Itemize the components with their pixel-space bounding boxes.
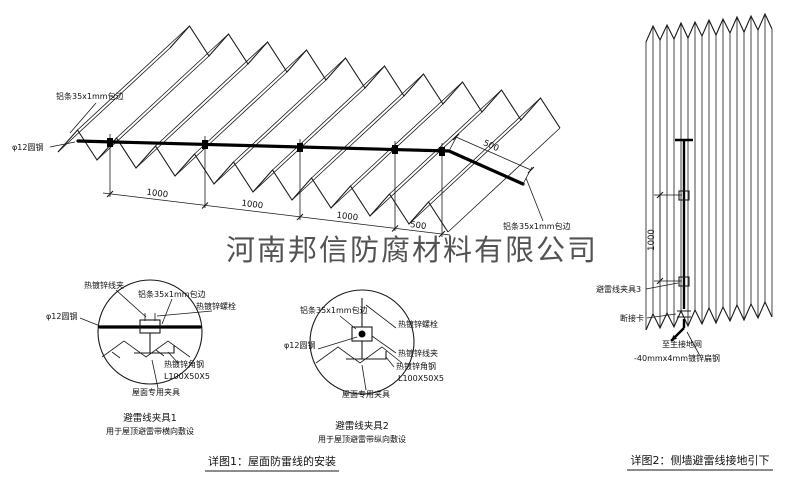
detail-2-subtitle: 用于屋顶避雷带纵向敷设 [318, 434, 406, 444]
detail-2-roof-clamp-label: 屋面专用夹具 [342, 389, 390, 399]
wall-to-ground-label: 至主接地网 [662, 339, 702, 349]
dimension-label: 1000 [336, 211, 359, 224]
detail-1-circle [97, 279, 203, 385]
wall-dimension-label: 1000 [647, 229, 657, 251]
detail-2-angle-spec-label: L100X50X5 [398, 374, 444, 383]
detail-2-caption: 详图2：侧墙避雷线接地引下 [631, 453, 770, 467]
wall-flat-steel-label: -40mmx4mm镀锌扁钢 [634, 353, 720, 363]
wall-clamp-upper [678, 190, 690, 201]
roof-isometric-drawing: 1000 1000 1000 500 500 铝条35x1mm包边 铝条35x1… [12, 25, 571, 238]
ground-arrowhead [671, 335, 677, 341]
detail-1-angle-spec-label: L100X50X5 [164, 372, 210, 381]
captions: 详图1：屋面防雷线的安装 详图2：侧墙避雷线接地引下 [205, 453, 773, 472]
detail-1-bolt-label: 热镀锌螺栓 [196, 301, 236, 311]
detail-1-angle-steel-label: 热镀锌角钢 [164, 359, 204, 369]
detail-2-angle-steel-label: 热镀锌角钢 [396, 361, 436, 371]
wire-clamp [297, 143, 303, 152]
detail-1-angle-steel [134, 345, 175, 354]
wall-clamp3-label: 避雷线夹具3 [596, 284, 641, 294]
detail-1-leaders [79, 289, 213, 389]
detail-2-title: 避雷线夹具2 [335, 420, 389, 432]
detail-1-alu-label: 铝条35x1mm包边 [138, 289, 206, 299]
detail-1-round-steel-label: φ12圆钢 [46, 311, 77, 321]
wall-dimension-ticks [656, 191, 664, 285]
detail-2-alu-label: 铝条35x1mm包边 [300, 305, 368, 315]
roof-back-edge [169, 25, 561, 129]
dimension-label-side: 500 [481, 138, 500, 154]
detail-2-leaders [317, 304, 397, 391]
detail-2-angle-steel [346, 351, 387, 360]
dimension-ticks [106, 190, 446, 238]
detail-1-title: 避雷线夹具1 [123, 412, 177, 424]
detail-2-circle [309, 289, 415, 395]
roof-ridge-lines [77, 25, 541, 203]
wall-leaders [645, 282, 701, 357]
side-wall-drawing: 1000 避雷线夹具3 断接卡 至主接地网 -40mmx4mm镀锌扁钢 [596, 12, 773, 363]
detail-1-wire-clip-label: 热镀锌线夹 [84, 280, 124, 290]
dimension-label: 1000 [241, 199, 264, 212]
side-dimension-ticks [452, 133, 535, 174]
side-dimension-line [455, 136, 532, 171]
detail-2-round-steel-label: φ12圆钢 [284, 340, 315, 350]
detail-2-clamp-drawing: 铝条35x1mm包边 热镀锌螺栓 φ12圆钢 热镀锌线夹 热镀锌角钢 L100X… [284, 289, 444, 444]
wire-clamp [107, 138, 113, 147]
leader-alu-top [69, 102, 97, 134]
disconnect-card-plates [677, 310, 691, 318]
roof-alu-strip-label-right: 铝条35x1mm包边 [503, 221, 571, 231]
detail-1-roof-clamp-label: 屋面专用夹具 [132, 387, 180, 397]
dimension-extension-lines [109, 156, 443, 237]
detail-2-wire-cross-section [358, 330, 366, 338]
detail-2-bolt-label: 热镀锌螺栓 [398, 319, 438, 329]
dimension-line [102, 192, 451, 236]
leader-alu-right [525, 177, 544, 222]
detail-2-roof-section [315, 346, 403, 364]
wall-disconnect-label: 断接卡 [620, 313, 644, 323]
roof-round-steel-label: φ12圆钢 [12, 142, 43, 152]
wire-clamp [439, 147, 445, 156]
wall-corrugation-lines [645, 14, 773, 330]
detail-1-hatching [111, 349, 165, 359]
wire-clamp [392, 145, 398, 154]
detail-2-wire-clip-label: 热镀锌线夹 [398, 348, 438, 358]
detail-1-clamp-drawing: 热镀锌线夹 铝条35x1mm包边 热镀锌螺栓 φ12圆钢 热镀锌角钢 L100X… [46, 279, 236, 436]
roof-alu-strip-label-top: 铝条35x1mm包边 [56, 91, 124, 101]
detail-1-subtitle: 用于屋顶避雷带横向敷设 [106, 426, 194, 436]
detail-1-caption: 详图1：屋面防雷线的安装 [208, 454, 336, 468]
dimension-label: 1000 [146, 188, 169, 201]
wire-clamp [202, 140, 208, 149]
wall-dimension-extensions [654, 194, 682, 282]
detail-1-roof-section [101, 340, 191, 358]
wall-clamp-lower [678, 276, 690, 287]
company-watermark: 河南邦信防腐材料有限公司 [226, 233, 598, 267]
leader-round-steel [49, 141, 76, 148]
dimension-label: 500 [410, 220, 427, 232]
wire-clamps [107, 138, 445, 156]
